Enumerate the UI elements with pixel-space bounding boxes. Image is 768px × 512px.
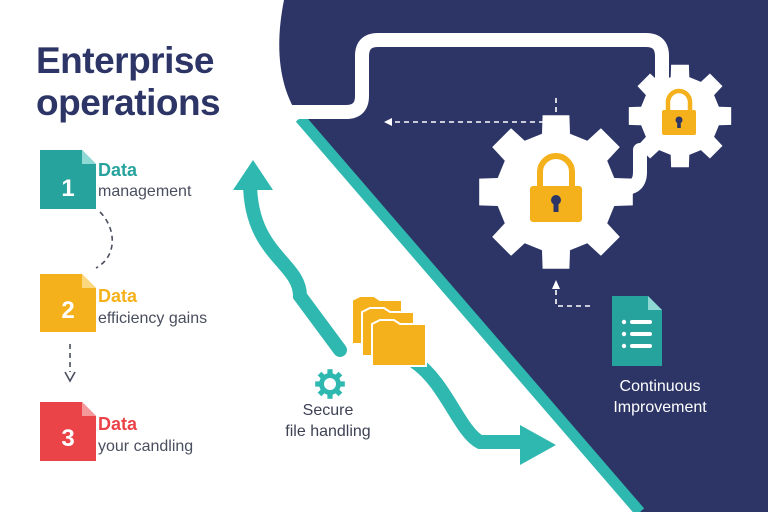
checklist-icon — [612, 296, 662, 366]
secure-caption-line-2: file handling — [285, 423, 371, 440]
dashed-arrow-up-head-icon — [552, 280, 560, 289]
title-line-1: Enterprise — [36, 40, 215, 81]
secure-file-handling-caption: Secure file handling — [268, 400, 388, 442]
teal-divider-stripe — [295, 114, 645, 512]
step-1-subtext: management — [98, 183, 192, 200]
teal-right-arrow — [408, 355, 531, 449]
continuous-improvement-caption: Continuous Improvement — [592, 376, 728, 418]
secure-caption-line-1: Secure — [302, 402, 354, 419]
step-2-subtext: efficiency gains — [98, 310, 208, 327]
arrow-down-icon — [64, 371, 76, 383]
teal-up-arrow — [243, 175, 347, 357]
document-icon-3 — [40, 402, 96, 461]
step-3-heading: Data — [98, 414, 138, 434]
step-number-1: 1 — [61, 175, 74, 202]
arrow-head-right-icon — [520, 425, 556, 465]
folder-icon — [351, 295, 427, 367]
step-number-2: 2 — [61, 297, 74, 324]
padlock-icon-small — [662, 88, 696, 135]
step-2-heading: Data — [98, 286, 138, 306]
arrow-head-up-icon — [233, 160, 273, 190]
page-title: Enterprise operations — [36, 40, 221, 124]
continuous-caption-line-2: Improvement — [613, 399, 707, 416]
document-icon-1 — [40, 150, 96, 209]
small-gear-icon — [315, 369, 345, 399]
dashed-arrow-up — [555, 288, 590, 307]
step-dashed-connector — [95, 211, 113, 269]
gear-hub — [324, 378, 336, 390]
continuous-caption-line-1: Continuous — [619, 378, 701, 395]
dashed-arrow-left-head-icon — [384, 118, 392, 126]
padlock-icon-large — [530, 153, 582, 222]
step-1-heading: Data — [98, 160, 138, 180]
step-3-subtext: your candling — [98, 438, 194, 455]
document-icon-2 — [40, 274, 96, 332]
connector-pipe — [261, 33, 669, 177]
step-number-3: 3 — [61, 425, 74, 452]
dashed-arrow-left — [386, 98, 557, 123]
title-line-2: operations — [36, 82, 221, 123]
